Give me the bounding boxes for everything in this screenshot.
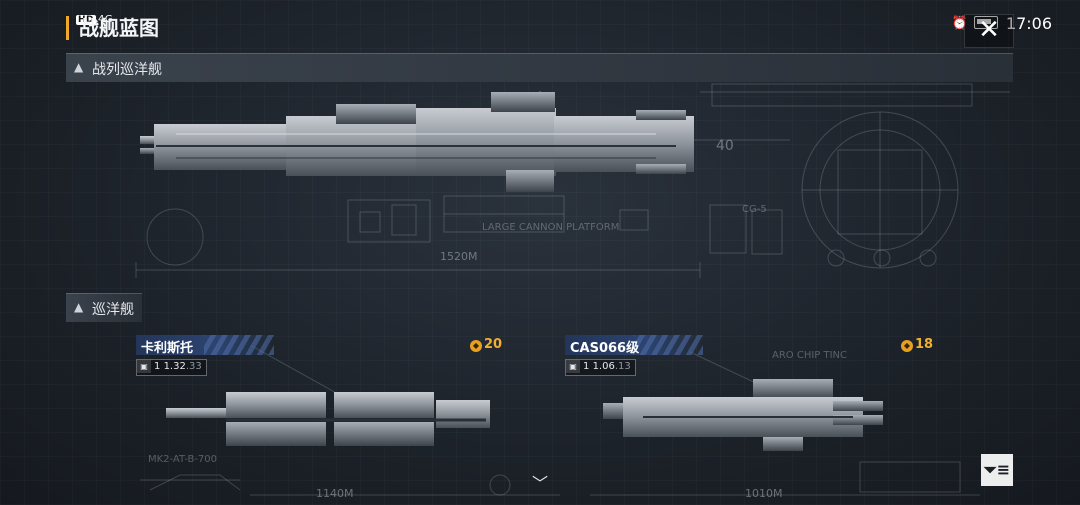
ship-cost: ◆18 <box>901 337 933 352</box>
ship-name: CAS066级 <box>570 341 640 356</box>
stat-sub: .33 <box>185 361 202 372</box>
svg-text:MK2-AT-B-700: MK2-AT-B-700 <box>148 454 217 465</box>
ship-name-plate: 卡利斯托 <box>136 335 274 356</box>
svg-text:ARO CHIP TINC: ARO CHIP TINC <box>772 350 847 361</box>
filter-icon: ⏷≡ <box>983 460 1011 479</box>
close-icon: ✕ <box>978 15 1000 45</box>
ship-name-plate: CAS066级 <box>565 335 703 356</box>
battle-cruiser-length: 1520M <box>440 250 478 263</box>
stat-main: 1.32 <box>163 361 186 372</box>
battle-cruiser-ship-image[interactable] <box>136 86 706 206</box>
stat-icon: ▣ <box>137 360 151 373</box>
ship-length: 1010M <box>745 487 783 500</box>
close-button[interactable]: ✕ <box>964 14 1014 48</box>
clock: 17:06 <box>1005 14 1052 33</box>
ship-cost: ◆20 <box>470 337 502 352</box>
ship-stat: ▣1 1.06.13 <box>565 359 636 376</box>
ship-image-cas066 <box>603 379 883 451</box>
plate-stripes <box>204 335 274 355</box>
signal-text: 4G <box>98 14 114 25</box>
ship-class-icon: ▲ <box>74 300 84 314</box>
cost-value: 20 <box>484 337 503 352</box>
page-title: 战舰蓝图 <box>66 16 159 40</box>
section-cruiser: ▲ 巡洋舰 <box>66 293 142 322</box>
ship-length: 1140M <box>316 487 354 500</box>
svg-text:LARGE CANNON PLATFORM: LARGE CANNON PLATFORM <box>482 222 619 233</box>
svg-text:CG-5: CG-5 <box>742 204 767 215</box>
section-label: 巡洋舰 <box>92 302 134 318</box>
status-right: ⏰ 17:06 <box>952 14 1052 33</box>
scroll-down-arrow-icon[interactable]: ﹀ <box>531 474 548 493</box>
coin-icon: ◆ <box>470 340 482 352</box>
filter-button[interactable]: ⏷≡ <box>981 454 1013 486</box>
ship-image-callisto <box>166 392 490 446</box>
ship-stat: ▣1 1.32.33 <box>136 359 207 376</box>
stat-prefix: 1 <box>583 361 590 372</box>
section-battle-cruiser: ▲ 战列巡洋舰 <box>66 53 1013 82</box>
hd-icon: HD <box>76 15 97 25</box>
ship-card-cas066[interactable]: CAS066级 ▣1 1.06.13 ◆18 1010M <box>565 335 935 500</box>
battle-cruiser-scale: 40 <box>716 138 734 154</box>
coin-icon: ◆ <box>901 340 913 352</box>
ship-name: 卡利斯托 <box>141 341 194 356</box>
stat-icon: ▣ <box>566 360 580 373</box>
battery-icon <box>973 16 998 29</box>
ship-card-callisto[interactable]: 卡利斯托 ▣1 1.32.33 ◆20 1140M <box>136 335 506 500</box>
ship-class-icon: ▲ <box>74 60 84 74</box>
stat-prefix: 1 <box>154 361 161 372</box>
section-label: 战列巡洋舰 <box>92 62 162 78</box>
cost-value: 18 <box>915 337 934 352</box>
stat-sub: .13 <box>614 361 631 372</box>
plate-stripes <box>633 335 703 355</box>
alarm-icon: ⏰ <box>951 16 968 31</box>
stat-main: 1.06 <box>592 361 615 372</box>
